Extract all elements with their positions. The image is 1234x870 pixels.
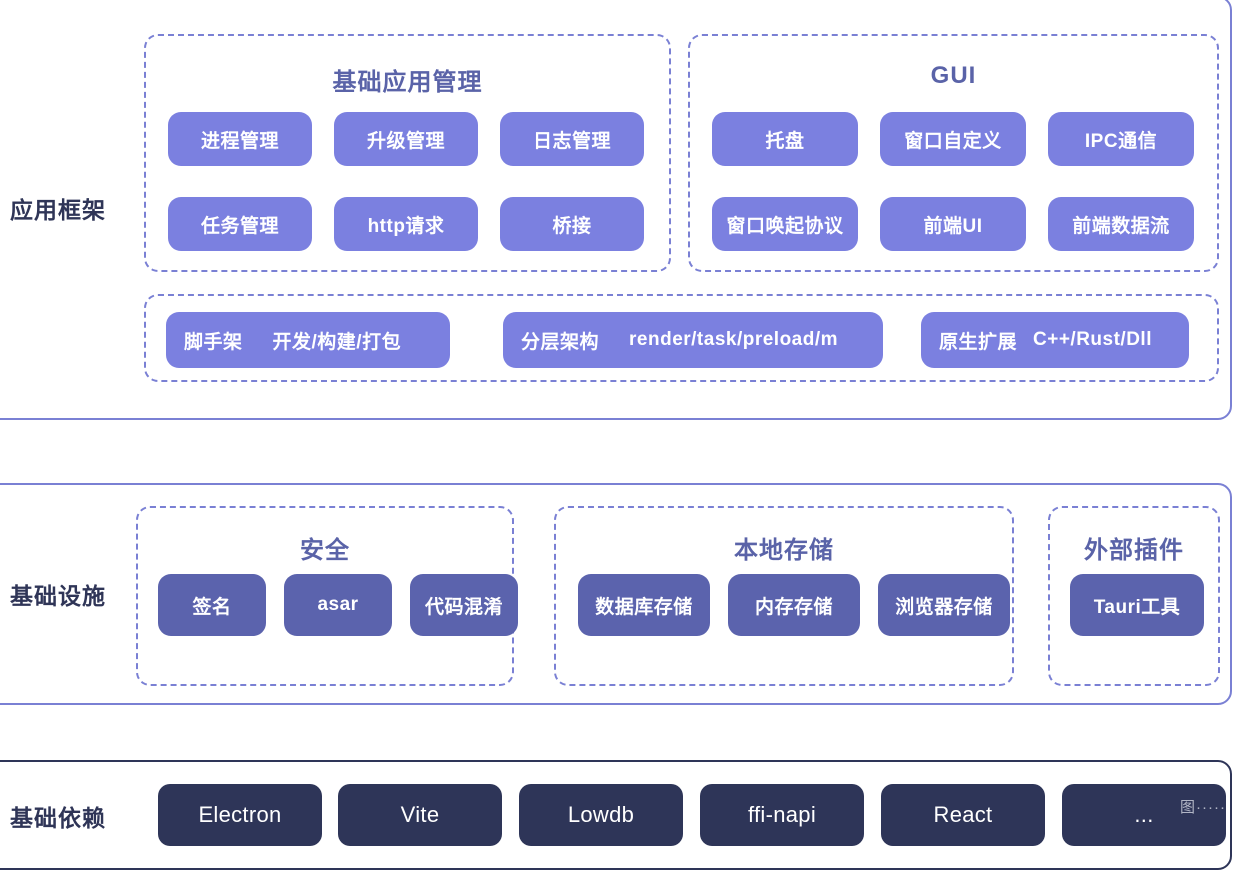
item-layered-architecture-value: render/task/preload/m: [629, 329, 839, 350]
item-frontend-dataflow[interactable]: 前端数据流: [1048, 197, 1194, 251]
item-window-customization[interactable]: 窗口自定义: [880, 112, 1026, 166]
layer-application-framework: 应用框架 基础应用管理 进程管理 升级管理 日志管理 任务管理 http请求 桥…: [0, 0, 1232, 420]
layer-label-base-dependencies: 基础依赖: [10, 805, 106, 831]
item-log-management[interactable]: 日志管理: [500, 112, 644, 166]
item-signature[interactable]: 签名: [158, 574, 266, 636]
item-scaffold[interactable]: 脚手架 开发/构建/打包: [166, 312, 450, 368]
item-bridge[interactable]: 桥接: [500, 197, 644, 251]
layer-label-application-framework: 应用框架: [10, 197, 106, 223]
group-title-basic-app-management: 基础应用管理: [332, 69, 483, 96]
layer-base-dependencies: 基础依赖 Electron Vite Lowdb ffi-napi React …: [0, 760, 1232, 870]
item-database-storage[interactable]: 数据库存储: [578, 574, 710, 636]
item-upgrade-management[interactable]: 升级管理: [334, 112, 478, 166]
group-title-external-plugins: 外部插件: [1084, 537, 1184, 564]
group-basic-app-management: 基础应用管理 进程管理 升级管理 日志管理 任务管理 http请求 桥接: [144, 34, 671, 272]
item-scaffold-key: 脚手架: [184, 331, 243, 353]
item-browser-storage[interactable]: 浏览器存储: [878, 574, 1010, 636]
group-external-plugins: 外部插件 Tauri工具: [1048, 506, 1220, 686]
item-http-request[interactable]: http请求: [334, 197, 478, 251]
item-window-protocol[interactable]: 窗口唤起协议: [712, 197, 858, 251]
item-process-management[interactable]: 进程管理: [168, 112, 312, 166]
item-code-obfuscation[interactable]: 代码混淆: [410, 574, 518, 636]
dependency-react[interactable]: React: [881, 784, 1045, 846]
dependency-ffi-napi[interactable]: ffi-napi: [700, 784, 864, 846]
dependency-lowdb[interactable]: Lowdb: [519, 784, 683, 846]
watermark: 图·····: [1180, 799, 1226, 816]
item-scaffold-value: 开发/构建/打包: [272, 331, 402, 353]
dependency-electron[interactable]: Electron: [158, 784, 322, 846]
group-title-local-storage: 本地存储: [734, 537, 834, 564]
group-gui: GUI 托盘 窗口自定义 IPC通信 窗口唤起协议 前端UI 前端数据流: [688, 34, 1219, 272]
item-ipc-communication[interactable]: IPC通信: [1048, 112, 1194, 166]
group-engineering: 脚手架 开发/构建/打包 分层架构 render/task/preload/m …: [144, 294, 1219, 382]
item-tray[interactable]: 托盘: [712, 112, 858, 166]
layer-infrastructure: 基础设施 安全 签名 asar 代码混淆 本地存储 数据库存储 内存存储 浏览器…: [0, 483, 1232, 705]
item-memory-storage[interactable]: 内存存储: [728, 574, 860, 636]
group-title-security: 安全: [300, 537, 350, 564]
item-layered-architecture-key: 分层架构: [521, 331, 600, 353]
item-layered-architecture[interactable]: 分层架构 render/task/preload/m: [503, 312, 883, 368]
item-tauri-tools[interactable]: Tauri工具: [1070, 574, 1204, 636]
group-title-gui: GUI: [930, 62, 977, 89]
item-frontend-ui[interactable]: 前端UI: [880, 197, 1026, 251]
dependency-vite[interactable]: Vite: [338, 784, 502, 846]
item-task-management[interactable]: 任务管理: [168, 197, 312, 251]
item-native-extension[interactable]: 原生扩展 C++/Rust/Dll: [921, 312, 1189, 368]
group-local-storage: 本地存储 数据库存储 内存存储 浏览器存储: [554, 506, 1014, 686]
group-security: 安全 签名 asar 代码混淆: [136, 506, 518, 686]
item-asar[interactable]: asar: [284, 574, 392, 636]
item-native-extension-key: 原生扩展: [939, 331, 1018, 353]
item-native-extension-value: C++/Rust/Dll: [1033, 329, 1152, 350]
layer-label-infrastructure: 基础设施: [10, 583, 106, 609]
